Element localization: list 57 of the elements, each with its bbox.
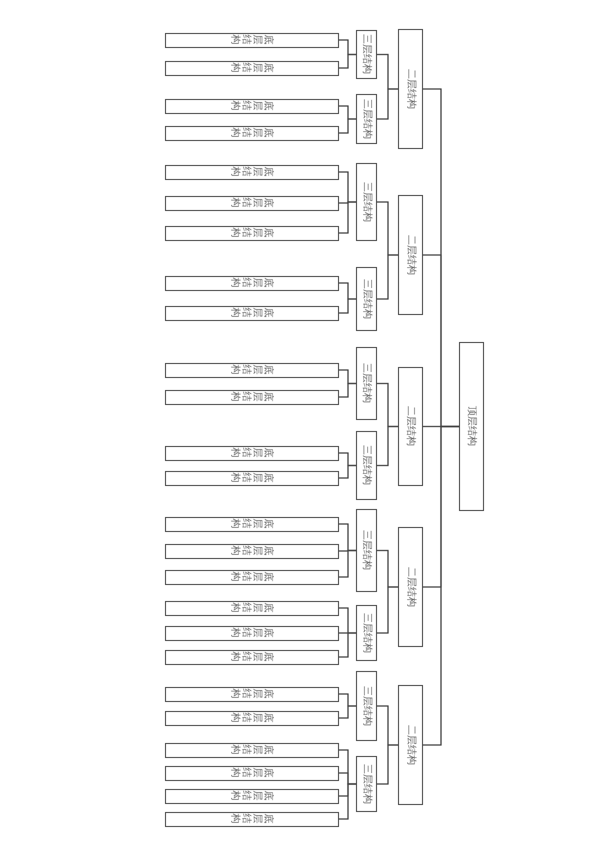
bottom-level-box: 底层结构 [165,226,339,240]
connector-line [423,426,459,746]
bottom-level-box: 底层结构 [165,470,339,486]
second-level-box: 二层结构 [398,29,423,149]
third-level-box: 三层结构 [356,605,377,661]
connector-line [377,744,398,785]
connector-line [339,201,356,234]
third-level-box: 三层结构 [356,509,377,592]
connector-line [339,118,356,134]
bottom-level-box: 底层结构 [165,686,339,702]
bottom-level-box: 底层结构 [165,196,339,210]
bottom-level-box: 底层结构 [165,570,339,584]
bottom-level-box: 底层结构 [165,742,339,758]
third-level-box: 三层结构 [356,94,377,144]
third-level-box: 三层结构 [356,347,377,420]
second-level-box: 二层结构 [398,685,423,805]
bottom-level-box: 底层结构 [165,60,339,76]
bottom-level-box: 底层结构 [165,788,339,804]
third-level-box: 三层结构 [356,163,377,241]
bottom-level-box: 底层结构 [165,710,339,726]
top-level-box: 顶层结构 [459,342,484,511]
connector-line [377,586,398,634]
connector-line [339,550,356,578]
third-level-box: 三层结构 [356,431,377,500]
bottom-level-box: 底层结构 [165,164,339,180]
third-level-box: 三层结构 [356,30,377,79]
connector-line [377,254,398,300]
connector-line [339,705,356,719]
connector-line [377,426,398,466]
bottom-level-box: 底层结构 [165,306,339,320]
bottom-level-box: 底层结构 [165,626,339,640]
bottom-level-box: 底层结构 [165,98,339,114]
third-level-box: 三层结构 [356,671,377,741]
connector-line [339,54,356,69]
bottom-level-box: 底层结构 [165,516,339,532]
bottom-level-box: 底层结构 [165,650,339,664]
bottom-level-box: 底层结构 [165,390,339,404]
third-level-box: 三层结构 [356,756,377,812]
bottom-level-box: 底层结构 [165,544,339,558]
connector-line [377,88,398,120]
bottom-level-box: 底层结构 [165,126,339,140]
bottom-level-box: 底层结构 [165,446,339,460]
bottom-level-box: 底层结构 [165,362,339,378]
third-level-box: 三层结构 [356,267,377,331]
second-level-box: 二层结构 [398,527,423,647]
second-level-box: 二层结构 [398,195,423,315]
connector-line [339,464,356,479]
connector-line [339,783,356,820]
bottom-level-box: 底层结构 [165,812,339,826]
second-level-box: 二层结构 [398,367,423,486]
connector-line [339,298,356,314]
connector-line [339,632,356,658]
connector-line [339,382,356,398]
bottom-level-box: 底层结构 [165,276,339,290]
bottom-level-box: 底层结构 [165,766,339,780]
bottom-level-box: 底层结构 [165,32,339,48]
bottom-level-box: 底层结构 [165,600,339,616]
